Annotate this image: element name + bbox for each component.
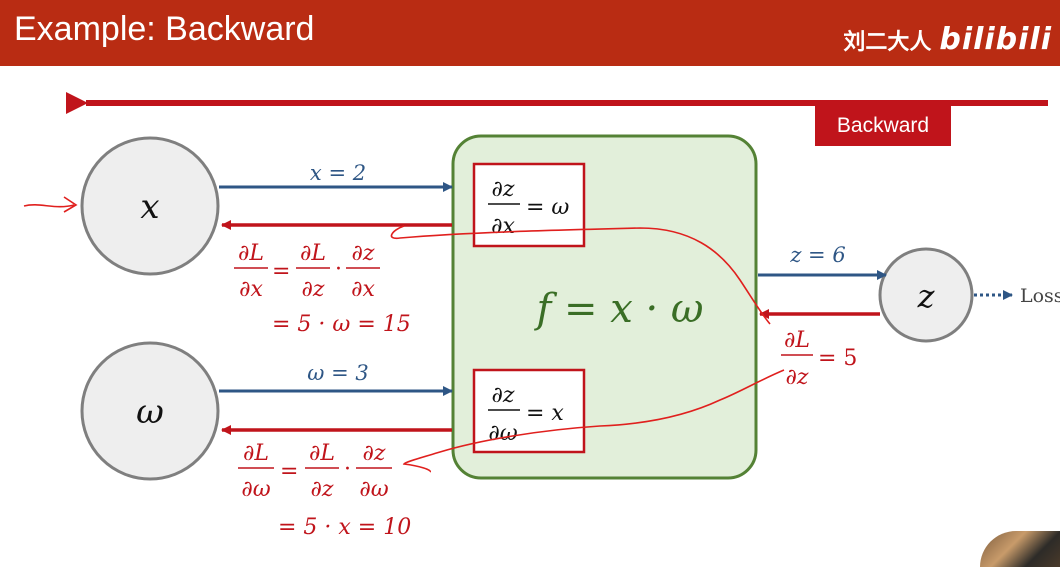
- node-z: [878, 247, 974, 343]
- local-grad-omega-box: [472, 368, 586, 454]
- loss-label: Loss: [1020, 285, 1060, 307]
- chain-x-t1-num: ∂L: [300, 241, 326, 266]
- handwritten-annotations: [23, 196, 785, 473]
- chain-omega-t2-num: ∂z: [363, 441, 386, 466]
- grad-omega-rhs: = x: [526, 401, 564, 426]
- chain-omega-dot: ·: [344, 457, 351, 482]
- chain-omega-t1-den: ∂z: [311, 477, 334, 502]
- chain-omega-result: = 5 · x = 10: [278, 515, 411, 540]
- bilibili-logo: bilibili: [939, 22, 1052, 57]
- chain-omega-lhs-num: ∂L: [243, 441, 269, 466]
- node-omega-label: ω: [136, 392, 164, 432]
- node-x-label: x: [140, 187, 159, 227]
- node-omega: [80, 341, 220, 481]
- annotation-curve-x: [390, 225, 771, 325]
- chain-rule-omega: ∂L ∂ω = ∂L ∂z · ∂z ∂ω = 5 · x = 10: [238, 441, 411, 540]
- upstream-grad-rhs: = 5: [818, 346, 857, 371]
- chain-x-t2-den: ∂x: [351, 277, 375, 302]
- grad-x-num: ∂z: [492, 177, 515, 202]
- chain-omega-t1-num: ∂L: [309, 441, 335, 466]
- grad-omega-num: ∂z: [492, 383, 515, 408]
- node-z-label: z: [917, 277, 936, 315]
- chain-x-lhs-num: ∂L: [238, 241, 264, 266]
- chain-x-t1-den: ∂z: [302, 277, 325, 302]
- edge-z-forward-label: z = 6: [789, 243, 845, 267]
- channel-brand: 刘二大人 bilibili: [843, 22, 1052, 57]
- author-name: 刘二大人: [843, 30, 932, 55]
- chain-rule-x: ∂L ∂x = ∂L ∂z · ∂z ∂x = 5 · ω = 15: [234, 241, 411, 337]
- chain-x-lhs-den: ∂x: [239, 277, 263, 302]
- backward-badge: Backward: [815, 106, 951, 146]
- node-x: [80, 136, 220, 276]
- chain-omega-eq: =: [280, 459, 298, 484]
- chain-x-t2-num: ∂z: [352, 241, 375, 266]
- edge-omega-forward-label: ω = 3: [307, 361, 368, 385]
- edge-x-forward-label: x = 2: [310, 161, 366, 185]
- grad-x-rhs: = ω: [526, 195, 569, 220]
- slide-title: Example: Backward: [14, 10, 315, 48]
- chain-x-eq: =: [272, 259, 290, 284]
- function-label: f = x · ω: [533, 286, 703, 332]
- chain-x-result: = 5 · ω = 15: [272, 312, 411, 337]
- grad-x-den: ∂x: [491, 214, 515, 239]
- upstream-grad-num: ∂L: [784, 328, 810, 353]
- upstream-grad-den: ∂z: [786, 365, 809, 390]
- title-bar: Example: Backward 刘二大人 bilibili: [0, 0, 1060, 66]
- grad-omega-den: ∂ω: [488, 421, 517, 446]
- pointer-arrow-to-x: [23, 196, 78, 213]
- annotation-curve-omega: [402, 369, 785, 473]
- chain-omega-lhs-den: ∂ω: [241, 477, 270, 502]
- chain-x-dot: ·: [335, 257, 342, 282]
- chain-omega-t2-den: ∂ω: [359, 477, 388, 502]
